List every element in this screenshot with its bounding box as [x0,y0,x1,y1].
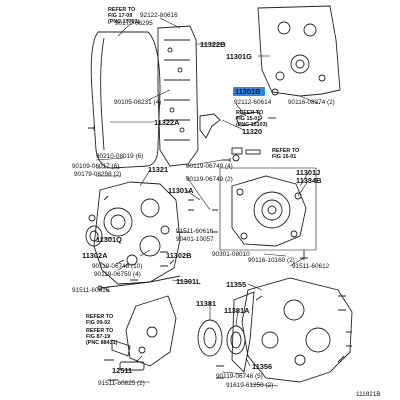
label-11381: 11381 [196,299,216,308]
oil-seal-11301q [85,225,103,247]
label-91511-60825: 91511-60825 (2) [98,380,145,387]
label-11301g-top: 11301G [226,52,252,61]
timing-cover-rear-11355 [241,277,353,383]
refer-note-17-09[interactable]: REFER TO FIG 17-09 (PNC 17791) [108,7,140,25]
oil-pump-housing-box [219,167,317,251]
highlight-label: 11301B [235,87,260,96]
engine-bracket [111,295,177,367]
refer-note-15-01-a[interactable]: REFER TO FIG 15-01 (PNC 15103) [236,110,268,128]
label-11301l: 11301L [176,277,201,286]
label-90116-10160: 90116-10160 (2) [248,257,295,264]
figure-id: 111821B [356,391,381,398]
label-90119-06748-10: 90119-06748 (10) [92,263,142,270]
leader-lines [95,17,321,387]
svg-text:REFER TO: REFER TO [236,110,263,116]
timing-cover-11321 [93,181,181,285]
svg-text:FIG 15-01: FIG 15-01 [236,116,260,122]
label-90301-08010: 90301-08010 [212,251,250,258]
label-11381a: 11381A [224,306,250,315]
svg-text:(PNC 88431): (PNC 88431) [86,340,118,346]
bolts [88,117,352,381]
label-11301q: 11301Q [96,235,122,244]
gasket-11356 [231,291,255,373]
label-90105-06231: 90105-06231 (4) [114,99,161,106]
svg-text:REFER TO: REFER TO [86,314,113,320]
timing-belt-cover-no2 [157,25,199,167]
label-90119-06749-2: 90119-06749 (2) [186,176,233,183]
label-92122-80616: 92122-80616 [140,12,178,19]
tensioner-12511 [119,361,145,371]
label-11334b: 11334B [296,176,321,185]
label-90116-08374: 90116-08374 (2) [288,99,335,106]
oil-seal-11381a [226,325,246,355]
label-90119-06750: 90119-06750 (4) [94,271,141,278]
label-90179-06295: 90179-06295 [115,20,153,27]
label-11322b: 11322B [200,40,225,49]
timing-belt-cover-no1 [90,31,161,169]
oil-seal-11381 [197,319,223,357]
label-11321: 11321 [148,165,168,174]
label-90119-06748-5: 90119-06748 (5) [216,373,263,380]
washer-left [88,214,96,222]
label-90109-06017: 90109-06017 (6) [72,163,119,170]
part-labels: 92122-80616 90179-06295 11322B 11301G 90… [72,12,335,389]
refer-note-09-02[interactable]: REFER TO FIG 09-02 [86,314,113,326]
label-90179-06298: 90179-06298 (2) [74,171,121,178]
svg-text:(PNC 15103): (PNC 15103) [236,122,268,128]
label-11302b: 11302B [166,251,191,260]
label-11355: 11355 [226,280,246,289]
label-90119-06749-4: 90119-06749 (4) [186,163,233,170]
oil-seal-11301b[interactable]: 11301B [233,87,279,96]
label-91511-60616b: 91511-60616 [72,287,110,294]
label-11322a: 11322A [154,118,180,127]
cylinder-head-section [257,5,341,97]
relief-valve-parts [231,147,261,162]
label-11301a: 11301A [168,186,194,195]
label-11301j: 11301J [296,168,320,177]
label-11356: 11356 [252,362,272,371]
refer-note-87-19[interactable]: REFER TO FIG 87-19 (PNC 88431) [86,328,118,346]
svg-text:FIG 87-19: FIG 87-19 [86,334,110,340]
label-11320: 11320 [242,127,262,136]
label-91619-61250: 91619-61250 (2) [226,382,273,389]
svg-text:(PNC 17791): (PNC 17791) [108,19,140,25]
svg-text:FIG 09-02: FIG 09-02 [86,320,110,326]
refer-note-15-01-b[interactable]: REFER TO FIG 15-01 [272,148,299,160]
svg-text:FIG 17-09: FIG 17-09 [108,13,132,19]
label-92112-60614: 92112-60614 [234,99,272,106]
label-11302a: 11302A [82,251,108,260]
svg-text:REFER TO: REFER TO [108,7,135,13]
label-90401-10057: 90401-10057 [176,236,214,243]
label-91511-60616: 91511-60616 [176,228,214,235]
svg-text:REFER TO: REFER TO [272,148,299,154]
label-91511-60612: 91511-60612 [292,263,330,270]
label-12511: 12511 [112,366,132,375]
label-90210-08019: 90210-08019 (6) [96,153,143,160]
svg-text:REFER TO: REFER TO [86,328,113,334]
svg-text:FIG 15-01: FIG 15-01 [272,154,296,160]
